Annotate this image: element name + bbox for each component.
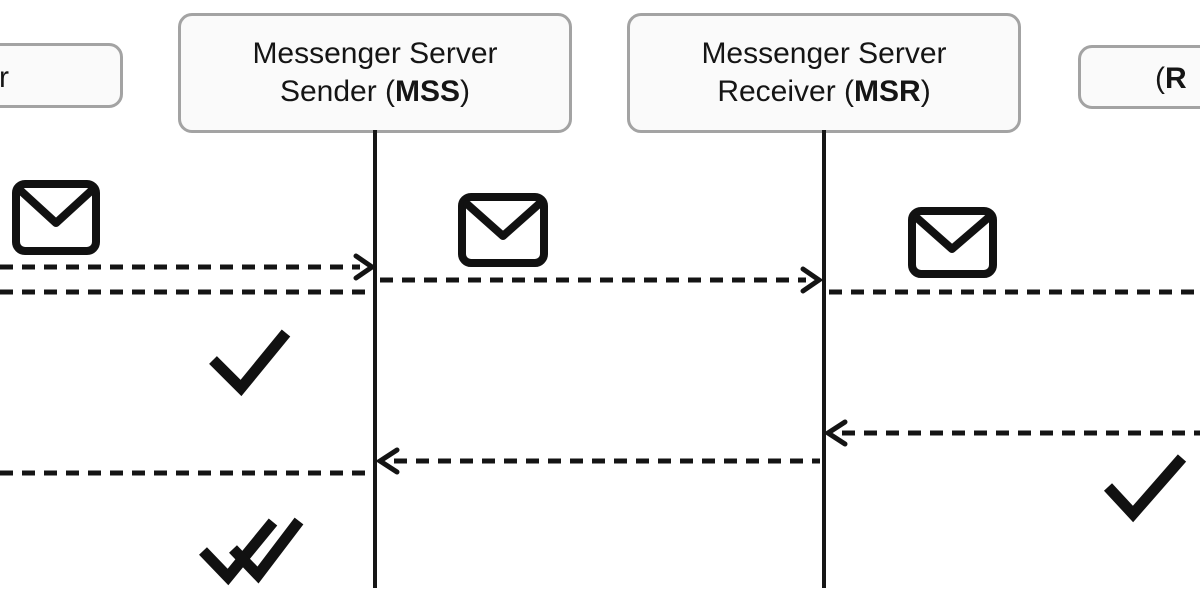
actor-label-msr-line2: Receiver (MSR) [717,73,930,111]
actor-label-sender-fragment: r [0,61,9,94]
actor-label-receiver-abbr: R [1165,62,1187,95]
double-check-icon [199,517,304,586]
actor-label-msr-line2-pre: Receiver ( [717,75,855,108]
arrowhead-right-icon [353,253,377,281]
actor-label-receiver-pre: ( [1155,62,1165,95]
single-check-icon [1103,454,1187,523]
actor-label-msr-line2-post: ) [920,75,931,108]
actor-box-sender: r [0,43,123,108]
actor-label-mss-line1: Messenger Server [252,37,498,70]
envelope-icon [12,180,100,255]
actor-box-mss: Messenger Server Sender (MSS) [178,13,572,133]
arrowhead-left-icon [823,419,848,447]
envelope-icon [458,193,548,267]
actor-label-receiver-fragment: (R [1155,62,1187,96]
lifeline-mss [373,130,377,588]
single-check-icon [209,329,291,397]
arrowhead-left-icon [375,447,400,475]
actor-label-msr-abbr: MSR [854,75,921,108]
actor-label-msr-line1: Messenger Server [701,37,947,70]
lifeline-msr [822,130,826,588]
actor-label-mss-line2-post: ) [460,75,471,108]
envelope-icon [908,207,997,278]
arrowhead-right-icon [800,266,824,294]
actor-label-mss-abbr: MSS [395,75,461,108]
actor-label-mss-line2-pre: Sender ( [279,75,396,108]
actor-label-mss-line2: Sender (MSS) [280,73,470,111]
actor-box-receiver: (R [1078,45,1200,109]
